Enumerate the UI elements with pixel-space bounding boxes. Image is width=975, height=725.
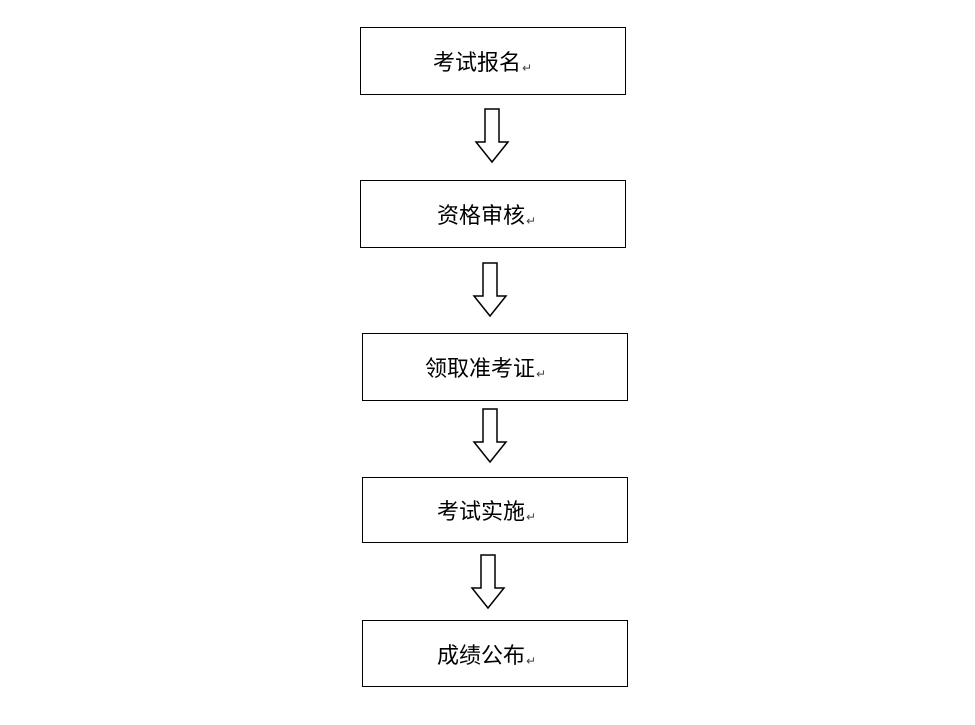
down-arrow-icon (472, 262, 508, 318)
paragraph-mark-icon: ↵ (522, 61, 533, 75)
paragraph-mark-icon: ↵ (526, 653, 537, 668)
paragraph-mark-icon: ↵ (526, 510, 537, 524)
step-label-exam-administration: 考试实施↵ (437, 494, 536, 526)
step-box-qualification-review: 资格审核↵ (360, 180, 626, 248)
down-arrow-icon (472, 408, 508, 464)
step-label-results-announcement: 成绩公布↵ (437, 638, 536, 670)
step-text: 资格审核 (437, 204, 526, 229)
step-label-collect-admission-ticket: 领取准考证↵ (425, 351, 546, 383)
paragraph-mark-icon: ↵ (526, 214, 537, 228)
step-text: 成绩公布 (437, 643, 526, 669)
down-arrow-icon (474, 108, 510, 164)
step-box-results-announcement: 成绩公布↵ (362, 620, 628, 687)
step-text: 领取准考证 (425, 357, 536, 382)
down-arrow-icon (470, 554, 506, 610)
step-label-qualification-review: 资格审核↵ (437, 198, 536, 230)
step-label-exam-registration: 考试报名↵ (433, 45, 532, 77)
step-box-collect-admission-ticket: 领取准考证↵ (362, 333, 628, 401)
paragraph-mark-icon: ↵ (536, 367, 547, 381)
step-text: 考试报名 (433, 51, 522, 76)
step-text: 考试实施 (437, 500, 526, 525)
step-box-exam-registration: 考试报名↵ (360, 27, 626, 95)
step-box-exam-administration: 考试实施↵ (362, 477, 628, 543)
